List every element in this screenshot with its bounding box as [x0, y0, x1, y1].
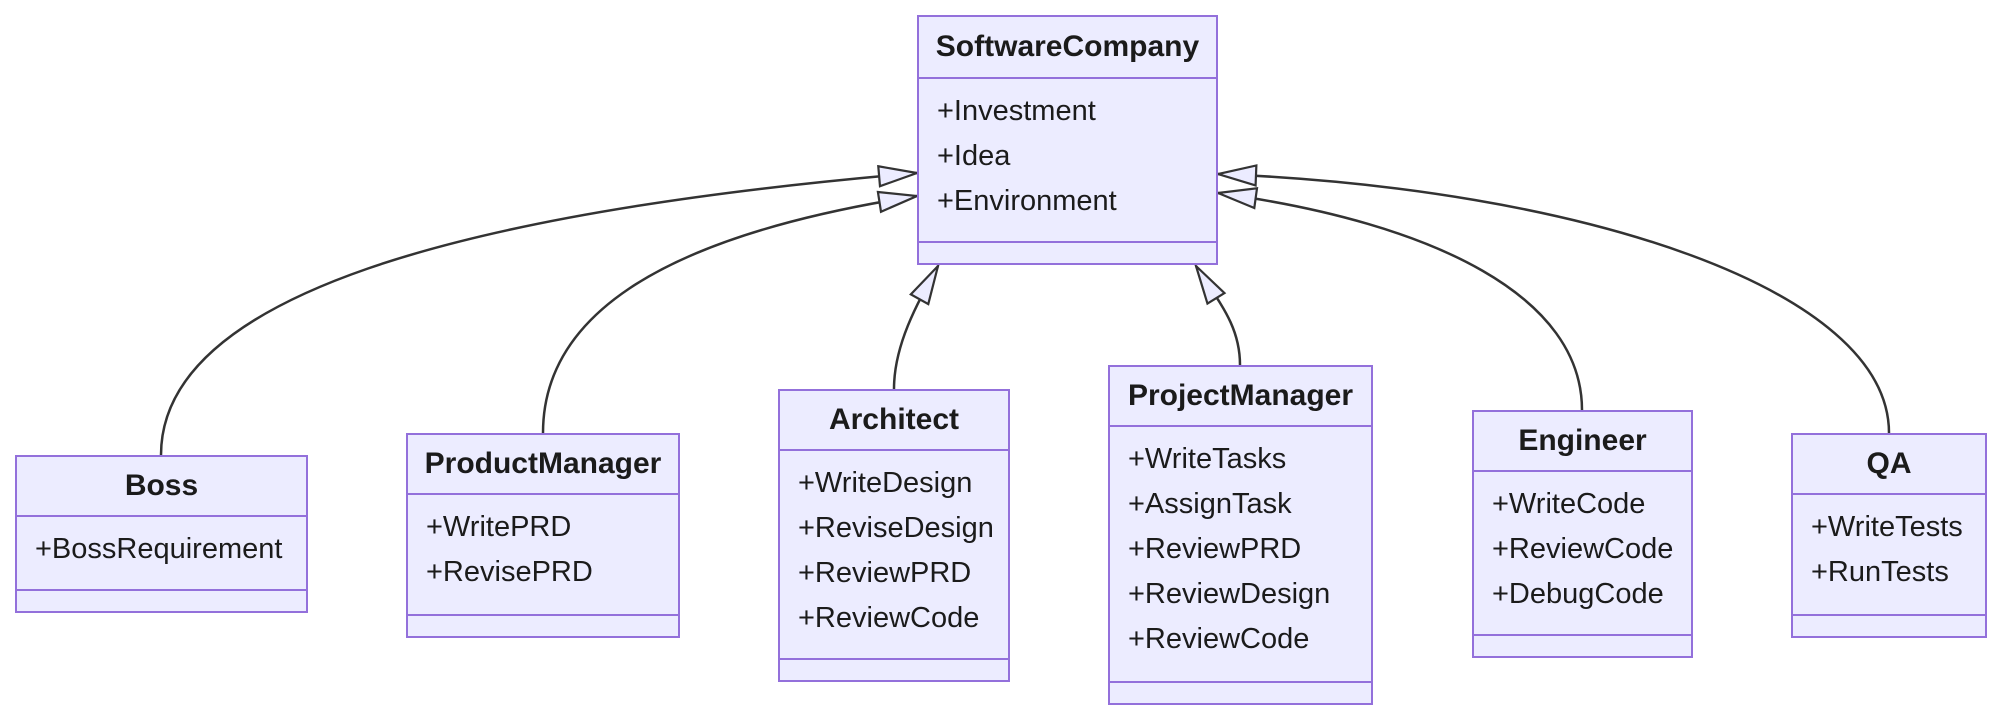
class-methods-softwarecompany — [919, 241, 1216, 263]
class-boss: Boss +BossRequirement — [15, 455, 308, 613]
edge-boss-inherits-softwarecompany — [159, 173, 917, 456]
class-title-boss: Boss — [124, 469, 199, 502]
class-title-softwarecompany: SoftwareCompany — [935, 30, 1200, 63]
class-attribute: +ReviewCode — [798, 602, 980, 634]
class-architect: Architect +WriteDesign +ReviseDesign +Revi… — [778, 389, 1010, 682]
class-qa: QA +WriteTests +RunTests — [1791, 433, 1987, 638]
class-attribute: +ReviewPRD — [798, 557, 972, 589]
class-attributes-architect: +WriteDesign +ReviseDesign +ReviewPRD +Revi… — [780, 449, 1008, 658]
class-projectmanager: ProjectManager +WriteTasks +AssignTask +Re… — [1108, 365, 1373, 705]
class-attribute: +RunTests — [1811, 556, 1949, 588]
class-attribute: +WriteDesign — [798, 467, 973, 499]
class-attributes-engineer: +WriteCode +ReviewCode +DebugCode — [1474, 470, 1691, 634]
class-attributes-productmanager: +WritePRD +RevisePRD — [408, 493, 678, 614]
class-attributes-qa: +WriteTests +RunTests — [1793, 493, 1985, 614]
class-title-productmanager: ProductManager — [424, 447, 662, 480]
class-attributes-softwarecompany: +Investment +Idea +Environment — [919, 77, 1216, 241]
class-attribute: +DebugCode — [1492, 578, 1664, 610]
class-methods-boss — [17, 589, 306, 611]
class-attribute: +ReviewCode — [1128, 623, 1310, 655]
class-attribute: +WriteTasks — [1128, 443, 1287, 475]
edge-qa-inherits-softwarecompany — [1218, 174, 1891, 434]
edge-engineer-inherits-softwarecompany — [1218, 193, 1584, 411]
class-methods-architect — [780, 658, 1008, 680]
class-attribute: +WritePRD — [426, 511, 572, 543]
class-attribute: +Investment — [937, 95, 1096, 127]
edge-productmanager-inherits-softwarecompany — [541, 196, 917, 434]
class-attribute: +ReviewDesign — [1128, 578, 1331, 610]
class-attribute: +BossRequirement — [35, 533, 283, 565]
class-title-projectmanager: ProjectManager — [1127, 379, 1354, 412]
class-attribute: +AssignTask — [1128, 488, 1292, 520]
class-attribute: +Idea — [937, 140, 1011, 172]
class-attribute: +ReviewPRD — [1128, 533, 1302, 565]
class-title-qa: QA — [1866, 447, 1912, 480]
class-methods-productmanager — [408, 614, 678, 636]
class-productmanager: ProductManager +WritePRD +RevisePRD — [406, 433, 680, 638]
class-methods-projectmanager — [1110, 681, 1371, 703]
edge-projectmanager-inherits-softwarecompany — [1196, 266, 1242, 366]
edge-architect-inherits-softwarecompany — [892, 266, 938, 390]
class-attribute: +Environment — [937, 185, 1117, 217]
class-attribute: +ReviewCode — [1492, 533, 1674, 565]
class-attribute: +RevisePRD — [426, 556, 593, 588]
class-methods-qa — [1793, 614, 1985, 636]
class-softwarecompany: SoftwareCompany +Investment +Idea +Environ… — [917, 15, 1218, 265]
class-attribute: +WriteCode — [1492, 488, 1646, 520]
class-attributes-boss: +BossRequirement — [17, 515, 306, 589]
class-title-engineer: Engineer — [1518, 424, 1647, 457]
class-methods-engineer — [1474, 634, 1691, 656]
class-attribute: +WriteTests — [1811, 511, 1963, 543]
class-title-architect: Architect — [828, 403, 960, 436]
class-attribute: +ReviseDesign — [798, 512, 994, 544]
class-attributes-projectmanager: +WriteTasks +AssignTask +ReviewPRD +ReviewD… — [1110, 425, 1371, 681]
class-engineer: Engineer +WriteCode +ReviewCode +DebugCode — [1472, 410, 1693, 658]
